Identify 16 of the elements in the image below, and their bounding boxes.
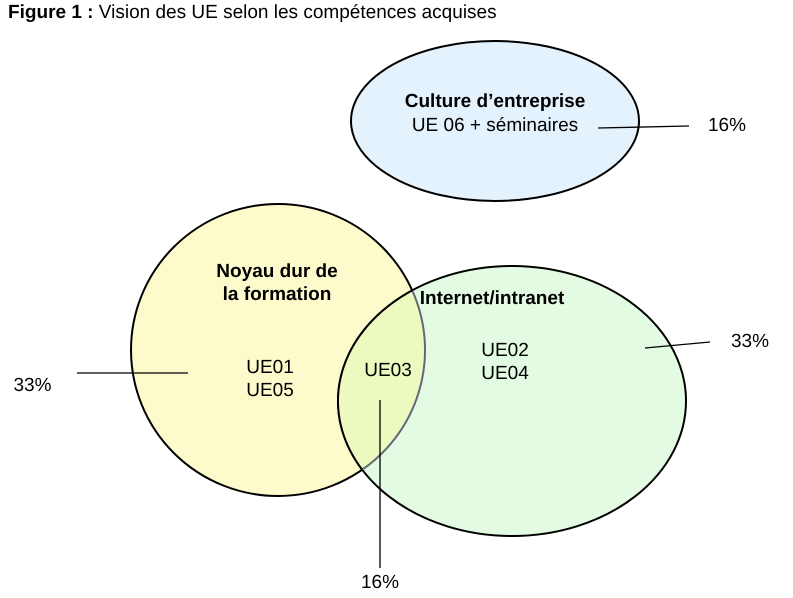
unit-list: UE03 [352, 359, 424, 382]
percentage-value: 33% [12, 374, 53, 397]
unit-list: UE 06 + séminaires [370, 114, 620, 137]
leader-line [598, 125, 690, 129]
leader-line [379, 400, 381, 568]
circle-heading: Noyau dur de la formation [215, 260, 339, 306]
circle-heading: Culture d’entreprise [404, 90, 586, 113]
percentage-value: 16% [360, 571, 400, 594]
circle-heading: Internet/intranet [418, 287, 566, 310]
unit-list: UE02 UE04 [460, 339, 550, 385]
figure-title: Figure 1 : Vision des UE selon les compétences acquises [8, 2, 497, 24]
leader-line [77, 372, 188, 374]
percentage-value: 33% [730, 330, 770, 353]
percentage-value: 16% [706, 114, 747, 137]
unit-list: UE01 UE05 [230, 356, 310, 402]
leader-line [644, 341, 710, 349]
